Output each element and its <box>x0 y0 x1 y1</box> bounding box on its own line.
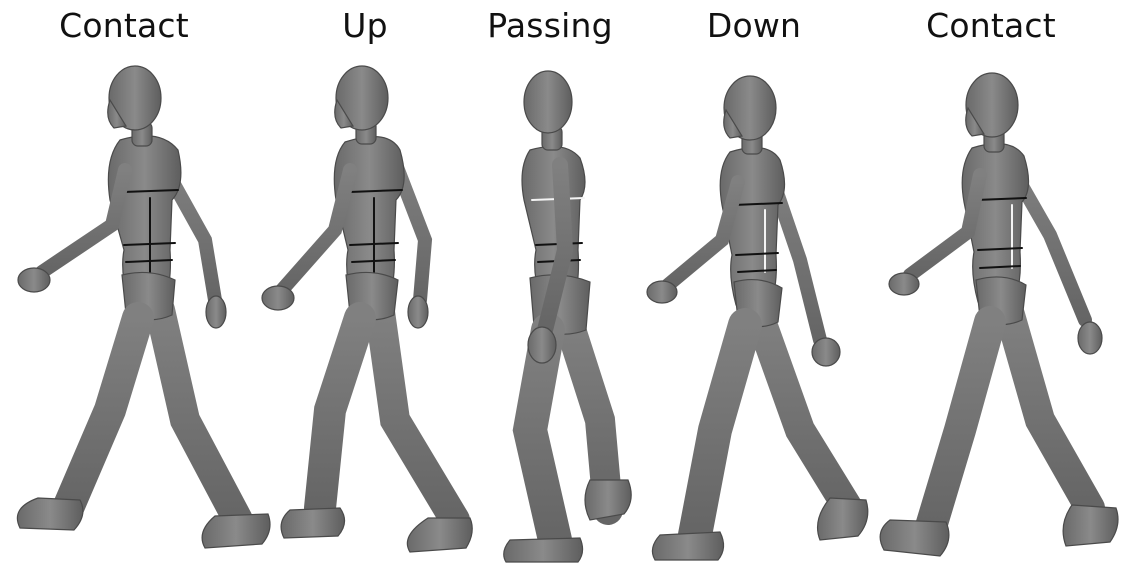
mannequin-passing <box>504 71 631 562</box>
mannequin-up <box>262 66 472 552</box>
mannequin-down <box>647 76 868 560</box>
mannequin-contact-start <box>17 66 270 548</box>
mannequin-contact-end <box>880 73 1118 556</box>
